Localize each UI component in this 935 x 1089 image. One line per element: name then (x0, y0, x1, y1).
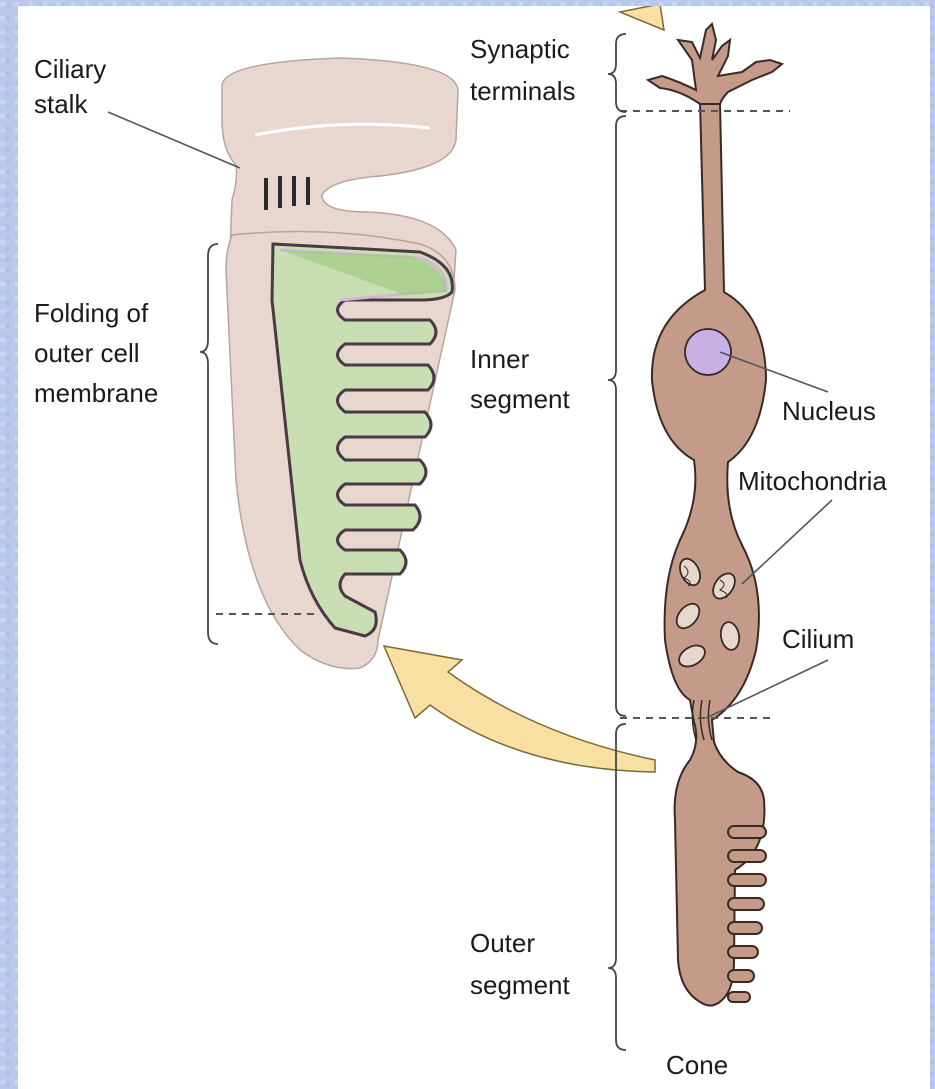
cone-cell (648, 24, 782, 1006)
cone-brackets (608, 34, 626, 1050)
synaptic-terminals-label-line1: Synaptic (470, 34, 570, 64)
nucleus-shape (685, 329, 731, 375)
inner-segment-label-line2: segment (470, 384, 570, 414)
nucleus-label: Nucleus (782, 396, 876, 426)
outer-segment-label-line1: Outer (470, 928, 535, 958)
cone-label: Cone (666, 1050, 728, 1080)
enlarged-outer-segment (200, 58, 458, 669)
cone-cell-body (652, 102, 766, 1006)
top-arrow-icon (620, 6, 664, 30)
ciliary-stalk-label-line1: Ciliary (34, 54, 106, 84)
outer-segment-label-line2: segment (470, 970, 570, 1000)
folding-label-line2: outer cell (34, 338, 140, 368)
ciliary-stalk-label-line2: stalk (34, 89, 88, 119)
photoreceptor-diagram: Ciliary stalk Folding of outer cell memb… (18, 6, 930, 1089)
folding-label-line1: Folding of (34, 298, 149, 328)
folding-bracket (200, 244, 218, 644)
curved-arrow-icon (384, 646, 655, 772)
inner-segment-label-line1: Inner (470, 344, 530, 374)
ciliary-stalk-pointer (108, 112, 240, 168)
cilium-label: Cilium (782, 624, 854, 654)
mitochondria-pointer (742, 500, 832, 584)
synaptic-branches (648, 24, 782, 104)
folding-label-line3: membrane (34, 378, 158, 408)
diagram-panel: Ciliary stalk Folding of outer cell memb… (18, 6, 930, 1089)
mitochondria-label: Mitochondria (738, 466, 887, 496)
synaptic-terminals-label-line2: terminals (470, 76, 575, 106)
